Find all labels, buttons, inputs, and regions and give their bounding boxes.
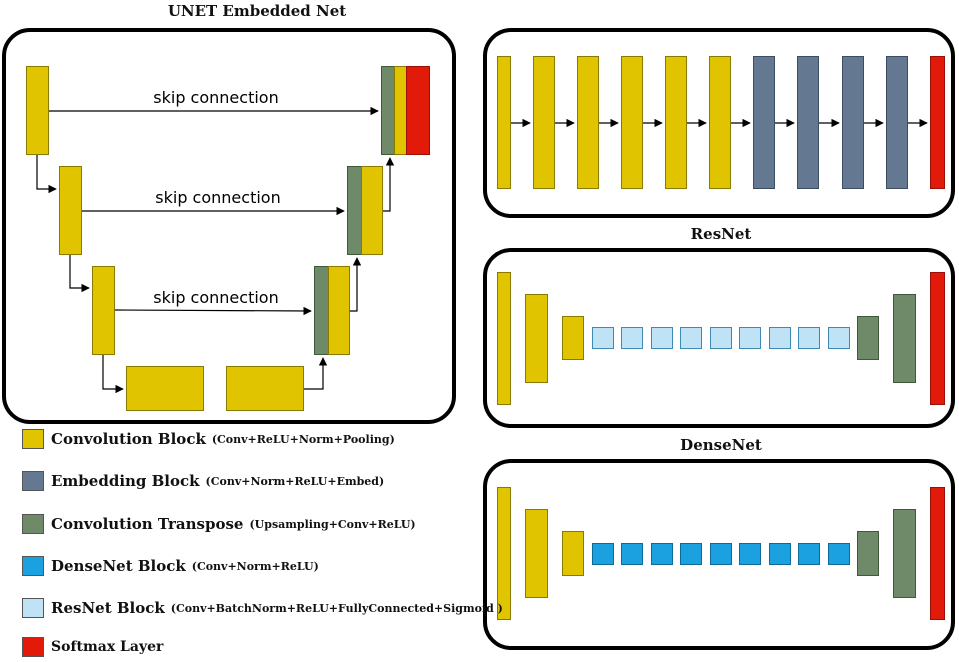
densenet-block-8 [798,543,820,565]
densenet-transpose-block-2 [893,509,916,598]
unet-softmax-layer [406,66,430,155]
chain-embedding-block-2 [797,56,819,189]
chain-block-4 [621,56,643,189]
densenet-conv-block-2 [525,509,548,598]
unet-decoder-conv-2 [361,166,383,255]
resnet-conv-block-3 [562,316,584,360]
densenet-conv-block-1 [497,487,511,620]
skip-arrow-3 [114,306,312,316]
chain-block-6 [709,56,731,189]
legend-swatch-resnet [22,598,44,618]
up-arrow-1 [304,357,328,390]
legend-description: (Conv+Norm+ReLU+Embed) [205,474,385,488]
densenet-title: DenseNet [680,436,762,454]
down-arrow-3 [102,355,124,394]
skip-label-1: skip connection [153,88,278,107]
densenet-panel [483,459,955,650]
unet-encoder-block-2 [59,166,82,255]
legend-label: Softmax Layer [51,639,164,655]
resnet-block-8 [798,327,820,349]
resnet-block-1 [592,327,614,349]
chain-block-1 [497,56,511,189]
embedded-chain-panel [483,28,955,218]
chain-softmax-layer [930,56,945,189]
resnet-softmax-layer [930,272,945,405]
resnet-title: ResNet [690,225,752,243]
legend-description: (Conv+Norm+ReLU) [191,559,319,573]
legend-item-transpose: Convolution Transpose (Upsampling+Conv+R… [22,513,416,535]
resnet-transpose-block-1 [857,316,879,360]
legend-item-embedding: Embedding Block (Conv+Norm+ReLU+Embed) [22,470,384,492]
legend-label: Embedding Block [51,472,200,490]
resnet-panel [483,248,955,428]
down-arrow-1 [36,155,57,194]
skip-label-2: skip connection [155,188,280,207]
down-arrow-2 [69,255,90,293]
densenet-softmax-layer [930,487,945,620]
densenet-block-6 [739,543,761,565]
legend-item-convolution: Convolution Block (Conv+ReLU+Norm+Poolin… [22,428,395,450]
resnet-block-7 [769,327,791,349]
unet-decoder-conv-3 [328,266,350,355]
unet-panel [2,28,456,424]
chain-block-3 [577,56,599,189]
resnet-conv-block-2 [525,294,548,383]
legend-label: Convolution Block [51,430,206,448]
densenet-block-5 [710,543,732,565]
densenet-conv-block-3 [562,531,584,576]
up-arrow-3 [383,157,395,212]
unet-encoder-block-1 [26,66,49,155]
unet-title: UNET Embedded Net [167,2,347,20]
densenet-block-4 [680,543,702,565]
resnet-block-4 [680,327,702,349]
densenet-transpose-block-1 [857,531,879,576]
resnet-conv-block-1 [497,272,511,405]
densenet-block-7 [769,543,791,565]
legend-description: (Conv+ReLU+Norm+Pooling) [211,432,395,446]
densenet-block-3 [651,543,673,565]
chain-block-2 [533,56,555,189]
resnet-transpose-block-2 [893,294,916,383]
unet-encoder-block-3 [92,266,115,355]
legend-description: (Conv+BatchNorm+ReLU+FullyConnected+Sigm… [170,601,503,615]
legend-swatch-densenet [22,556,44,576]
legend-label: ResNet Block [51,599,165,617]
resnet-block-3 [651,327,673,349]
legend-swatch-softmax [22,637,44,657]
chain-embedding-block-1 [753,56,775,189]
unet-bottleneck-block-2 [226,366,304,411]
densenet-block-2 [621,543,643,565]
densenet-block-1 [592,543,614,565]
chain-embedding-block-4 [886,56,908,189]
legend-label: Convolution Transpose [51,515,244,533]
chain-embedding-block-3 [842,56,864,189]
legend-item-densenet: DenseNet Block (Conv+Norm+ReLU) [22,555,319,577]
legend-swatch-embedding [22,471,44,491]
resnet-block-6 [739,327,761,349]
resnet-block-9 [828,327,850,349]
legend-item-resnet: ResNet Block (Conv+BatchNorm+ReLU+FullyC… [22,597,503,619]
chain-block-5 [665,56,687,189]
unet-bottleneck-block-1 [126,366,204,411]
legend-swatch-convolution [22,429,44,449]
skip-label-3: skip connection [153,288,278,307]
legend-swatch-transpose [22,514,44,534]
legend-item-softmax: Softmax Layer [22,636,163,658]
densenet-block-9 [828,543,850,565]
resnet-block-5 [710,327,732,349]
up-arrow-2 [350,257,362,312]
legend-label: DenseNet Block [51,557,186,575]
resnet-block-2 [621,327,643,349]
legend-description: (Upsampling+Conv+ReLU) [249,517,416,531]
